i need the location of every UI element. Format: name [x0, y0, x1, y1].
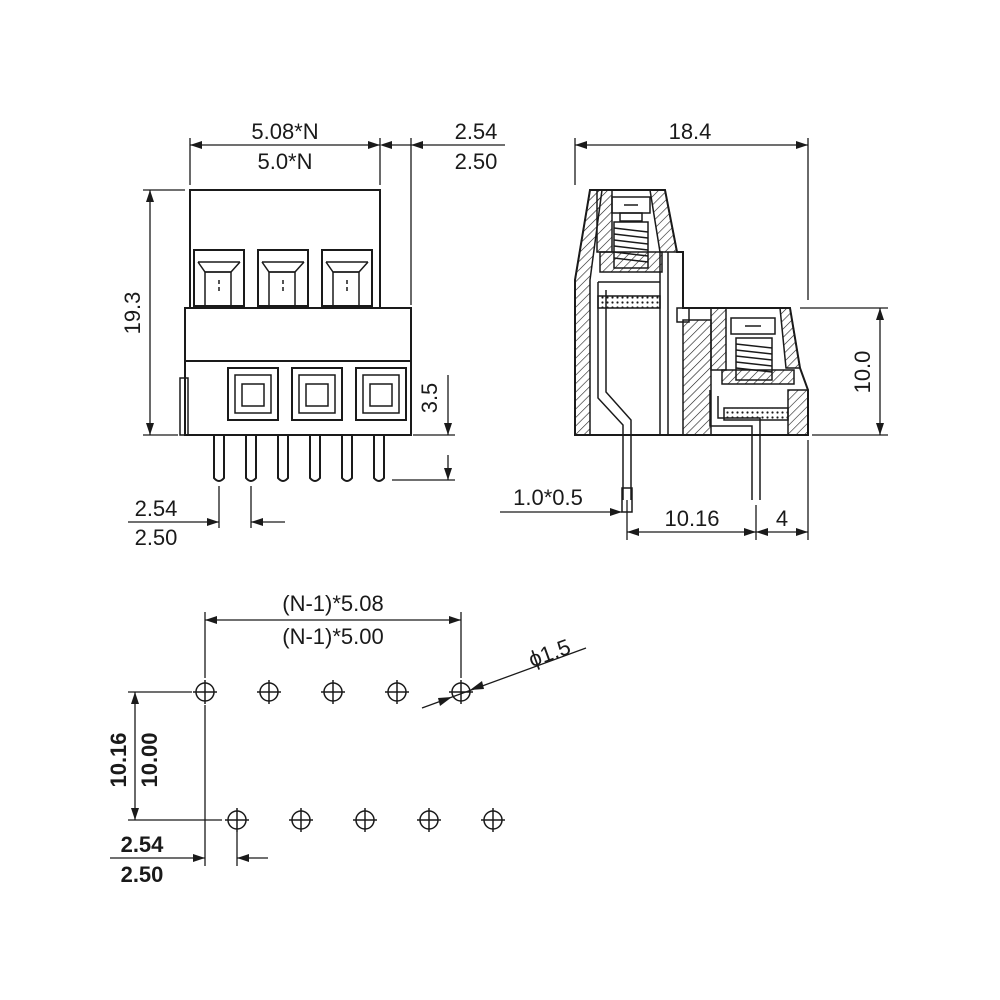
offset-label-a: 2.54 — [455, 119, 498, 144]
pin-offset-label-a: 2.54 — [135, 496, 178, 521]
upper-housing-wall-left — [596, 189, 613, 253]
wire-entry — [227, 367, 279, 421]
lower-screw-head — [730, 317, 776, 335]
mounting-hole — [449, 680, 473, 704]
wire-entry — [321, 249, 373, 307]
lower-clamp — [721, 369, 795, 385]
upper-housing-wall-right — [649, 189, 678, 253]
hole-diameter-label: ϕ1.5 — [525, 634, 574, 672]
dim-height: 19.3 — [120, 189, 185, 436]
wire-entry — [193, 249, 245, 307]
dim-pin-size: 1.0*0.5 — [500, 485, 633, 516]
front-side-tab — [179, 377, 189, 436]
height-label: 19.3 — [120, 292, 145, 335]
dim-span: (N-1)*5.08 (N-1)*5.00 — [204, 591, 462, 678]
dim-step-height: 10.0 — [800, 307, 888, 436]
hole-row-bottom — [225, 808, 505, 832]
mounting-hole — [193, 680, 217, 704]
dim-hole-diameter: ϕ1.5 — [421, 634, 587, 709]
wire-entry — [257, 249, 309, 307]
row-spacing-label-b: 10.00 — [137, 732, 162, 787]
pitch-label-a: 5.08*N — [251, 119, 318, 144]
dim-pin-offset: 2.54 2.50 — [128, 486, 285, 550]
mounting-hole — [385, 680, 409, 704]
stagger-label-b: 2.50 — [121, 862, 164, 887]
pin-spacing-label: 10.16 — [664, 506, 719, 531]
pin-size-label: 1.0*0.5 — [513, 485, 583, 510]
depth-label: 18.4 — [669, 119, 712, 144]
front-middle-band — [184, 307, 412, 362]
dim-depth: 18.4 — [574, 119, 809, 300]
dim-pin-length: 3.5 — [392, 375, 455, 481]
dim-rear-offset: 4 — [756, 440, 809, 540]
span-label-b: (N-1)*5.00 — [282, 624, 383, 649]
span-label-a: (N-1)*5.08 — [282, 591, 383, 616]
dim-row-spacing: 10.16 10.00 — [106, 691, 222, 821]
upper-clamp-plate — [597, 295, 661, 309]
row-spacing-label-a: 10.16 — [106, 732, 131, 787]
stagger-label-a: 2.54 — [121, 832, 165, 857]
wire-entry — [355, 367, 407, 421]
mounting-hole — [257, 680, 281, 704]
front-lower-housing — [184, 360, 412, 436]
mounting-hole — [481, 808, 505, 832]
pin-length-label: 3.5 — [417, 383, 442, 414]
dim-pin-spacing: 10.16 — [626, 500, 757, 540]
footprint-view: (N-1)*5.08 (N-1)*5.00 ϕ1.5 10.16 10.00 — [106, 591, 587, 887]
upper-wire-entries — [193, 249, 373, 307]
rear-offset-label: 4 — [776, 506, 788, 531]
lower-housing-wall-left — [710, 307, 727, 371]
mounting-hole — [321, 680, 345, 704]
lower-wire-entries — [227, 367, 407, 421]
step-height-label: 10.0 — [850, 351, 875, 394]
dim-offset: 2.54 2.50 — [380, 119, 505, 305]
side-view: 18.4 10.0 1.0*0.5 10.16 — [500, 119, 888, 540]
lower-housing-wall-right — [779, 307, 801, 369]
step-wall-section — [682, 319, 712, 436]
dim-stagger: 2.54 2.50 — [110, 705, 268, 887]
front-view: 5.08*N 5.0*N 2.54 2.50 19.3 — [120, 119, 505, 550]
mounting-hole — [225, 808, 249, 832]
upper-clamp — [599, 251, 663, 273]
mounting-hole — [289, 808, 313, 832]
offset-label-b: 2.50 — [455, 149, 498, 174]
lower-front-wall — [787, 389, 809, 436]
pin-offset-label-b: 2.50 — [135, 525, 178, 550]
mounting-hole — [417, 808, 441, 832]
mounting-hole — [353, 808, 377, 832]
front-pins — [213, 435, 385, 482]
pitch-label-b: 5.0*N — [257, 149, 312, 174]
wire-entry — [291, 367, 343, 421]
hole-row-top — [193, 680, 473, 704]
dim-pitch: 5.08*N 5.0*N — [189, 119, 381, 185]
